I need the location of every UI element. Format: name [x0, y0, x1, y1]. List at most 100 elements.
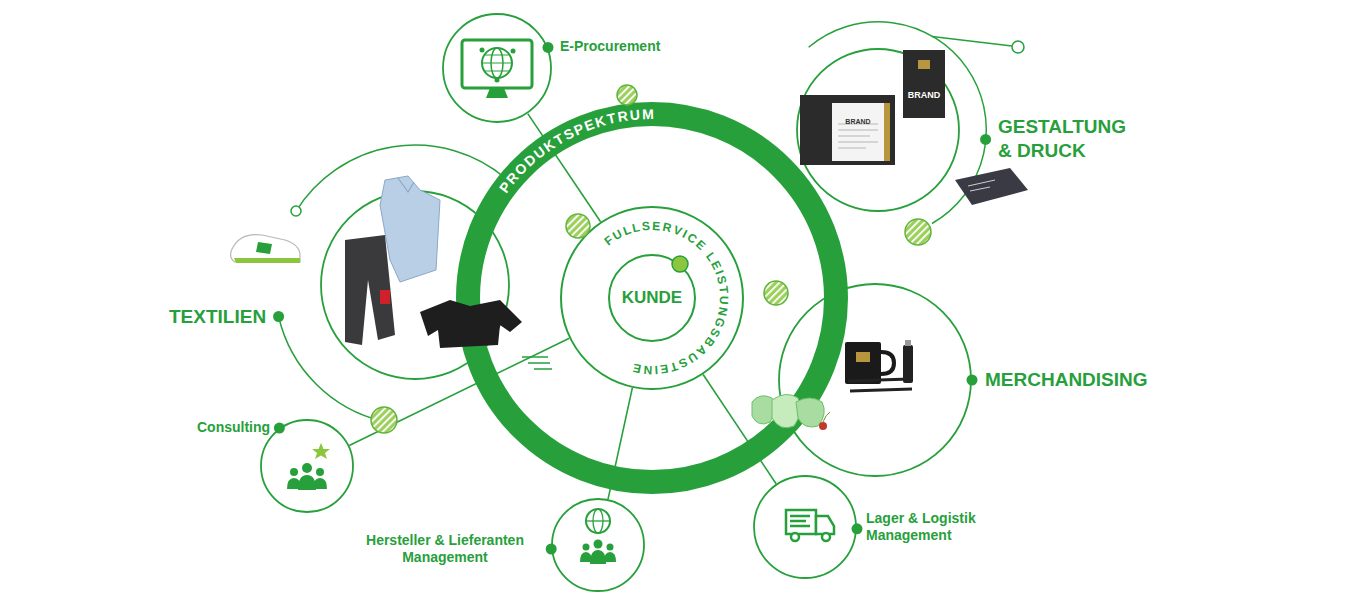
accent-circle [764, 281, 788, 305]
person-head [583, 544, 590, 551]
brand-mark: BRAND [908, 91, 941, 100]
inner-ring: FULLSERVICE LEISTUNGSBAUSTEINEKUNDE [560, 206, 744, 390]
pen [848, 379, 910, 381]
person-head [607, 544, 614, 551]
service-circle: E-Procurement [442, 13, 552, 123]
ring-band: PRODUKTSPEKTRUMFULLSERVICE LEISTUNGSBAUS… [456, 102, 848, 494]
card-lines [968, 180, 995, 191]
folder [800, 95, 895, 165]
folder-strip [884, 103, 890, 161]
node-outline [260, 419, 354, 513]
truck-stripes [790, 516, 810, 526]
globe-parallels [482, 55, 512, 71]
globe-icon [586, 509, 610, 533]
label-dot [546, 544, 557, 555]
t-shirt [420, 300, 522, 348]
node-outline [753, 475, 857, 579]
node-outline [778, 283, 972, 477]
globe-parallel [586, 520, 610, 521]
sneaker-sole [234, 258, 300, 263]
center-outline [609, 255, 695, 341]
globe-icon [482, 48, 512, 78]
globe-meridian [593, 509, 603, 533]
letter-sheet [832, 103, 884, 161]
monitor-stand [486, 88, 508, 98]
brand-mark: BRAND [845, 118, 870, 125]
label-dot [273, 311, 284, 322]
candy-bag [772, 394, 800, 427]
arc-letter: I [654, 364, 658, 376]
person-body [604, 552, 616, 562]
person-head [594, 540, 603, 549]
arc-letter: E [652, 220, 661, 232]
node-outline [796, 48, 960, 212]
accent-circle [371, 407, 397, 433]
orbit-arc [809, 22, 987, 224]
person-body [590, 550, 606, 564]
end-dot [291, 206, 301, 216]
speed-lines [522, 357, 552, 369]
person-body [580, 552, 592, 562]
circle-outline [261, 420, 353, 512]
cherry [819, 422, 827, 430]
arc-letter: T [717, 285, 730, 294]
orbit-arc [296, 145, 505, 211]
circle-outline [443, 14, 551, 122]
circle-label: Consulting [197, 419, 270, 437]
person-head [302, 463, 312, 473]
monitor-icon [462, 40, 532, 88]
network-dot [511, 49, 516, 54]
product-circle: GESTALTUNG & DRUCK [796, 48, 960, 212]
booklet-emblem [918, 60, 930, 69]
trousers [345, 235, 395, 345]
circle-label: GESTALTUNG & DRUCK [998, 115, 1140, 163]
product-circle: MERCHANDISING [778, 283, 972, 477]
band-ring [468, 114, 836, 482]
star-icon [312, 443, 330, 459]
booklet [903, 50, 945, 118]
network-dot [480, 48, 485, 53]
orbit-arc [279, 317, 384, 422]
truck-wheel [791, 533, 799, 541]
node-outline [442, 13, 552, 123]
accent-circle [617, 85, 637, 105]
person-head [316, 468, 324, 476]
circle-label: MERCHANDISING [985, 368, 1148, 392]
sneaker-stripe [256, 242, 272, 254]
arc-letter: U [629, 107, 640, 122]
arc-letter: U [718, 296, 730, 305]
truck-box [786, 510, 816, 534]
pen [850, 389, 912, 391]
leader-line [932, 37, 1012, 47]
person-head [290, 468, 298, 476]
product-circle: TEXTILIEN [320, 190, 510, 380]
label-dot [274, 423, 285, 434]
node-outline [551, 498, 645, 592]
circle-label: Lager & Logistik Management [866, 510, 1001, 545]
truck-cab [816, 516, 834, 534]
person-body [287, 478, 301, 489]
globe-meridian [491, 48, 503, 78]
arc-letter: M [642, 107, 654, 121]
circle-label: E-Procurement [560, 38, 660, 56]
network-dot [495, 78, 500, 83]
ring-outline [561, 207, 743, 389]
trousers-patch [380, 290, 390, 304]
end-dot [1012, 41, 1024, 53]
accent-circle [566, 214, 590, 238]
candy-bag [796, 398, 824, 427]
mug [845, 342, 881, 384]
sneaker [231, 235, 300, 262]
cherry-stem [823, 412, 830, 422]
usb-stick [903, 345, 913, 383]
circle-outline [552, 499, 644, 591]
arc-letter: R [617, 109, 629, 124]
usb-plug [905, 340, 911, 346]
circle-outline [797, 49, 959, 211]
label-dot [852, 523, 863, 534]
candy-bag [752, 396, 775, 424]
business-card [955, 168, 1028, 205]
shirt [380, 176, 440, 282]
